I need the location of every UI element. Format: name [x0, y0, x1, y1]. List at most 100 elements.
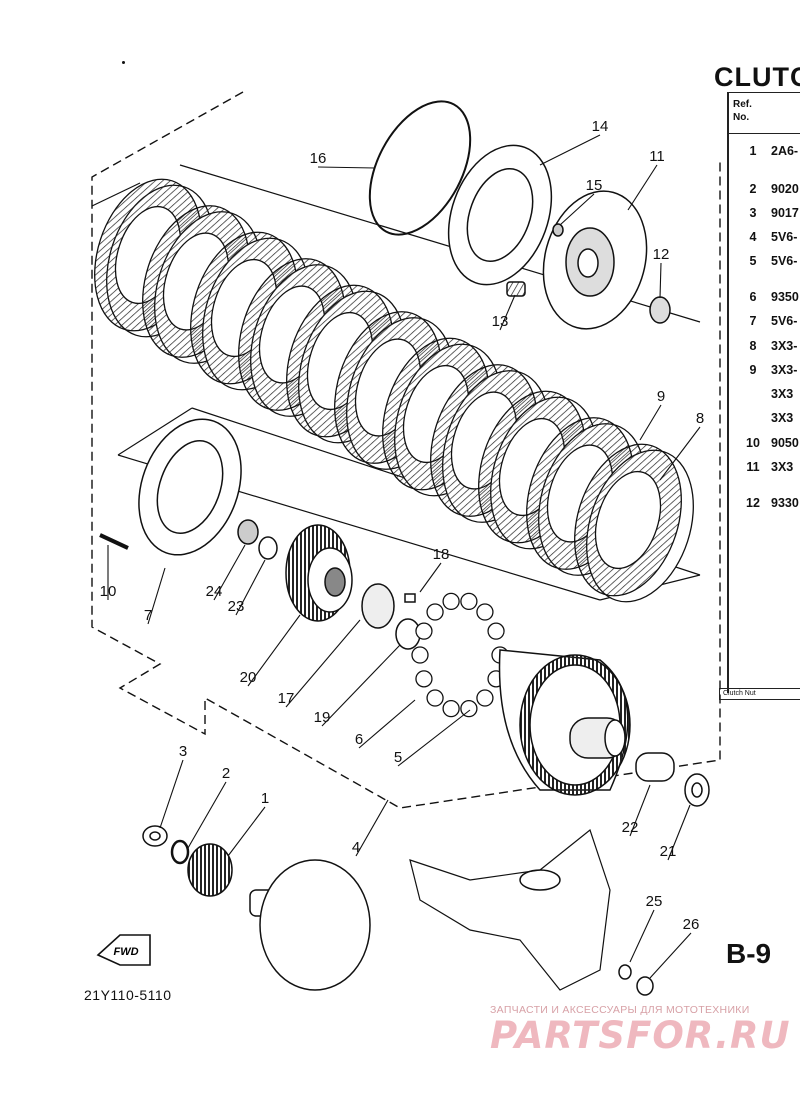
- callout-number: 18: [433, 546, 450, 563]
- table-row: 03X3: [735, 387, 793, 401]
- callout-number: 16: [310, 150, 327, 167]
- parts-table: [727, 92, 800, 693]
- part-number: 9330: [771, 496, 799, 510]
- table-note: Clutch Nut: [719, 688, 800, 700]
- callout-24: 24: [206, 544, 246, 601]
- bearing-24: [237, 519, 259, 545]
- pressure-plate-group: [368, 100, 671, 330]
- callout-23: 23: [228, 559, 266, 616]
- callout-number: 10: [100, 583, 117, 600]
- watermark-tagline: ЗАПЧАСТИ И АКСЕССУАРЫ ДЛЯ МОТОТЕХНИКИ: [490, 1004, 750, 1016]
- callout-number: 8: [696, 410, 704, 427]
- ref-number: 7: [749, 314, 757, 328]
- callout-4: 4: [352, 799, 389, 857]
- callout-3: 3: [159, 743, 187, 829]
- part-number: 5V6-: [771, 254, 798, 268]
- part-number: 2A6-: [771, 144, 799, 158]
- callout-number: 11: [649, 148, 665, 165]
- callout-17: 17: [278, 619, 361, 708]
- callout-20: 20: [240, 614, 301, 687]
- ref-number: 10: [746, 436, 760, 450]
- callout-number: 17: [278, 690, 295, 707]
- part-number: 3X3: [771, 460, 794, 474]
- fwd-arrow-icon: FWD: [96, 934, 151, 966]
- table-header-ref: Ref.: [733, 99, 752, 110]
- bearing-ball: [415, 622, 433, 640]
- callout-number: 25: [646, 893, 663, 910]
- callout-number: 3: [179, 743, 187, 760]
- table-header-rule: [727, 133, 800, 134]
- bearing-12: [649, 296, 671, 324]
- drawing-code: 21Y110-5110: [84, 987, 172, 1003]
- bearing-ball: [442, 699, 460, 718]
- ref-number: 5: [749, 254, 757, 268]
- callout-number: 1: [261, 790, 269, 807]
- callout-number: 15: [586, 177, 603, 194]
- speck: [122, 61, 125, 64]
- pushrod-10: [99, 533, 129, 550]
- table-row: 2 9020: [735, 182, 799, 196]
- callout-10: 10: [100, 545, 117, 600]
- ref-number: 3: [749, 206, 757, 220]
- watermark-logo: PARTSFOR.RU: [490, 1014, 791, 1057]
- callout-number: 13: [492, 313, 509, 330]
- bearing-ball: [460, 592, 478, 611]
- callout-number: 19: [314, 709, 331, 726]
- bolt-26: [636, 976, 654, 996]
- bearing-ball: [487, 622, 505, 640]
- callout-12: 12: [653, 246, 669, 299]
- ref-number: 2: [749, 182, 757, 196]
- table-row: 4 5V6-: [735, 230, 798, 244]
- part-number: 5V6-: [771, 314, 798, 328]
- clutch-plate: [574, 443, 694, 603]
- washer-25: [618, 964, 632, 980]
- circlip-16: [368, 100, 472, 236]
- callout-13: 13: [492, 294, 516, 331]
- table-row: 7 5V6-: [735, 314, 798, 328]
- bearing-ball: [415, 670, 433, 688]
- callout-number: 20: [240, 669, 257, 686]
- spring-13: [506, 281, 526, 297]
- callout-22: 22: [622, 784, 651, 837]
- bearing-ball: [460, 699, 478, 718]
- callout-14: 14: [539, 118, 608, 166]
- bearing-ball: [476, 603, 494, 621]
- bearing-ball: [426, 689, 444, 707]
- callout-5: 5: [394, 709, 471, 767]
- screw-15: [552, 223, 564, 237]
- callout-number: 22: [622, 819, 639, 836]
- part-number: 5V6-: [771, 230, 798, 244]
- callout-19: 19: [314, 644, 401, 727]
- callout-8: 8: [659, 410, 704, 481]
- callout-2: 2: [187, 765, 230, 849]
- ref-number: 8: [749, 339, 757, 353]
- gear-1: [187, 843, 233, 897]
- crankcase-outline: [409, 828, 611, 991]
- diagram-title: CLUTC: [714, 62, 800, 92]
- ref-number: 4: [749, 230, 757, 244]
- crank-web: [259, 859, 371, 991]
- ref-number: 12: [746, 496, 760, 510]
- callout-6: 6: [355, 699, 416, 749]
- callout-18: 18: [419, 546, 450, 593]
- callout-25: 25: [629, 893, 663, 963]
- spacer-22: [635, 752, 675, 782]
- part-number: 3X3: [771, 387, 794, 401]
- washer-23: [258, 536, 278, 560]
- fwd-label: FWD: [113, 946, 138, 958]
- callout-number: 21: [660, 843, 677, 860]
- table-row: 03X3: [735, 411, 793, 425]
- page-id: B-9: [726, 938, 772, 969]
- part-number: 9020: [771, 182, 799, 196]
- callout-number: 26: [683, 916, 700, 933]
- washer-2: [170, 839, 190, 865]
- bearing-ball: [426, 603, 444, 621]
- table-header: Ref. No.: [733, 98, 752, 124]
- callout-number: 5: [394, 749, 402, 766]
- part-number: 3X3: [771, 411, 794, 425]
